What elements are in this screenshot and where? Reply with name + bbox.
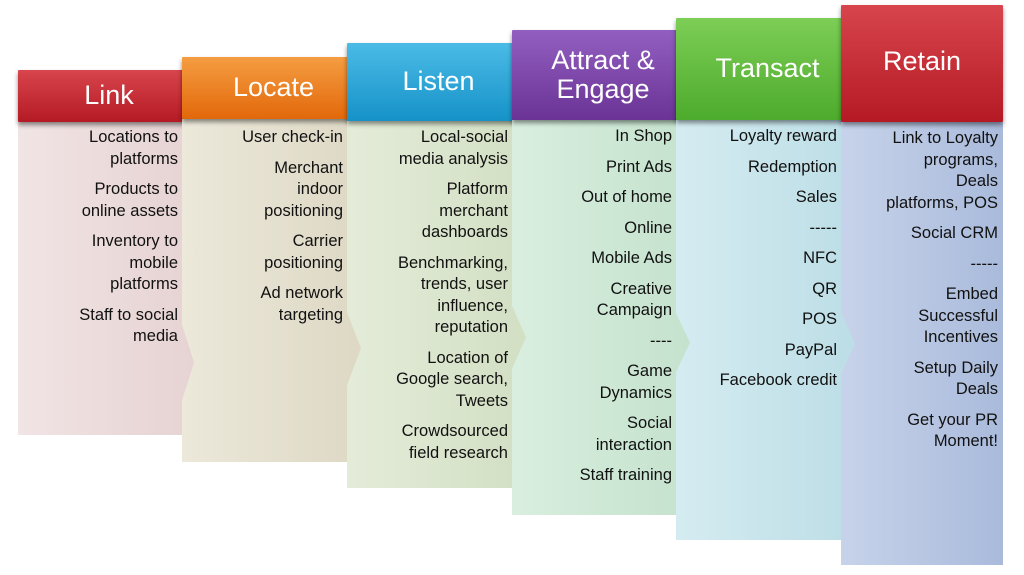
stage-link-header: Link — [18, 70, 200, 122]
stage-listen-items: Local-social media analysis Platform mer… — [343, 127, 508, 473]
stage-listen-header: Listen — [347, 43, 530, 121]
list-item: Ad network targeting — [260, 284, 343, 324]
list-item: ---- — [650, 331, 672, 350]
stage-link-items: Locations to platforms Products to onlin… — [18, 127, 178, 357]
list-item: Creative Campaign — [596, 279, 672, 320]
list-item: PayPal — [784, 340, 837, 359]
stage-retain-items: Link to Loyalty programs, Deals platform… — [843, 128, 998, 462]
stage-locate: Locate User check-in Merchant indoor pos… — [182, 57, 365, 462]
list-item: User check-in — [242, 128, 343, 146]
stage-retain-body — [841, 122, 1003, 565]
list-item: Merchant indoor positioning — [264, 158, 343, 220]
stage-listen: Listen Local-social media analysis Platf… — [347, 43, 530, 488]
list-item: Staff to social media — [79, 305, 178, 346]
list-item: Products to online assets — [81, 180, 178, 220]
stage-locate-header: Locate — [182, 57, 365, 119]
list-item: Social CRM — [910, 224, 998, 242]
list-item: Crowdsourced field research — [401, 422, 508, 462]
list-item: Platform merchant dashboards — [421, 180, 508, 241]
stage-attract-engage-body — [512, 120, 694, 515]
list-item: Link to Loyalty programs, Deals platform… — [886, 129, 998, 212]
stage-attract-engage-items: In Shop Print Ads Out of home Online Mob… — [512, 126, 672, 496]
stage-attract-engage-header: Attract & Engage — [512, 30, 694, 120]
list-item: Out of home — [581, 188, 672, 206]
list-item: Get your PR Moment! — [907, 410, 998, 451]
stage-retain-title: Retain — [882, 46, 962, 76]
list-item: Redemption — [748, 157, 837, 176]
list-item: Social interaction — [595, 414, 672, 454]
stage-retain: Retain Link to Loyalty programs, Deals p… — [841, 5, 1003, 565]
stage-listen-body — [347, 121, 530, 488]
list-item: Setup Daily Deals — [913, 358, 998, 399]
list-item: QR — [812, 279, 837, 298]
list-item: Inventory to mobile platforms — [91, 232, 178, 293]
list-item: Benchmarking, trends, user influence, re… — [397, 253, 508, 337]
stage-transact-header: Transact — [676, 18, 859, 120]
list-item: Location of Google search, Tweets — [396, 348, 508, 410]
list-item: Staff training — [579, 466, 672, 484]
list-item: In Shop — [615, 127, 672, 145]
list-item: Local-social media analysis — [398, 128, 508, 168]
stage-locate-items: User check-in Merchant indoor positionin… — [183, 127, 343, 335]
list-item: Loyalty reward — [729, 127, 837, 145]
list-item: POS — [802, 310, 837, 328]
stage-locate-body — [182, 119, 365, 462]
stage-link: Link Locations to platforms Products to … — [18, 70, 200, 435]
stage-retain-header: Retain — [841, 5, 1003, 122]
list-item: Print Ads — [605, 157, 672, 176]
stage-transact-body — [676, 120, 859, 540]
list-item: NFC — [803, 249, 837, 267]
list-item: Mobile Ads — [591, 249, 672, 267]
list-item: ----- — [970, 254, 998, 273]
list-item: Online — [624, 218, 672, 237]
list-item: Game Dynamics — [599, 362, 672, 402]
stage-attract-engage: Attract & Engage In Shop Print Ads Out o… — [512, 30, 694, 515]
list-item: ----- — [809, 218, 837, 237]
list-item: Carrier positioning — [264, 232, 343, 272]
stage-transact: Transact Loyalty reward Redemption Sales… — [676, 18, 859, 540]
stage-transact-items: Loyalty reward Redemption Sales ----- NF… — [672, 126, 837, 401]
list-item: Embed Successful Incentives — [918, 285, 998, 346]
stage-link-body — [18, 122, 200, 435]
list-item: Sales — [795, 188, 837, 206]
list-item: Facebook credit — [719, 371, 837, 389]
list-item: Locations to platforms — [89, 128, 178, 168]
